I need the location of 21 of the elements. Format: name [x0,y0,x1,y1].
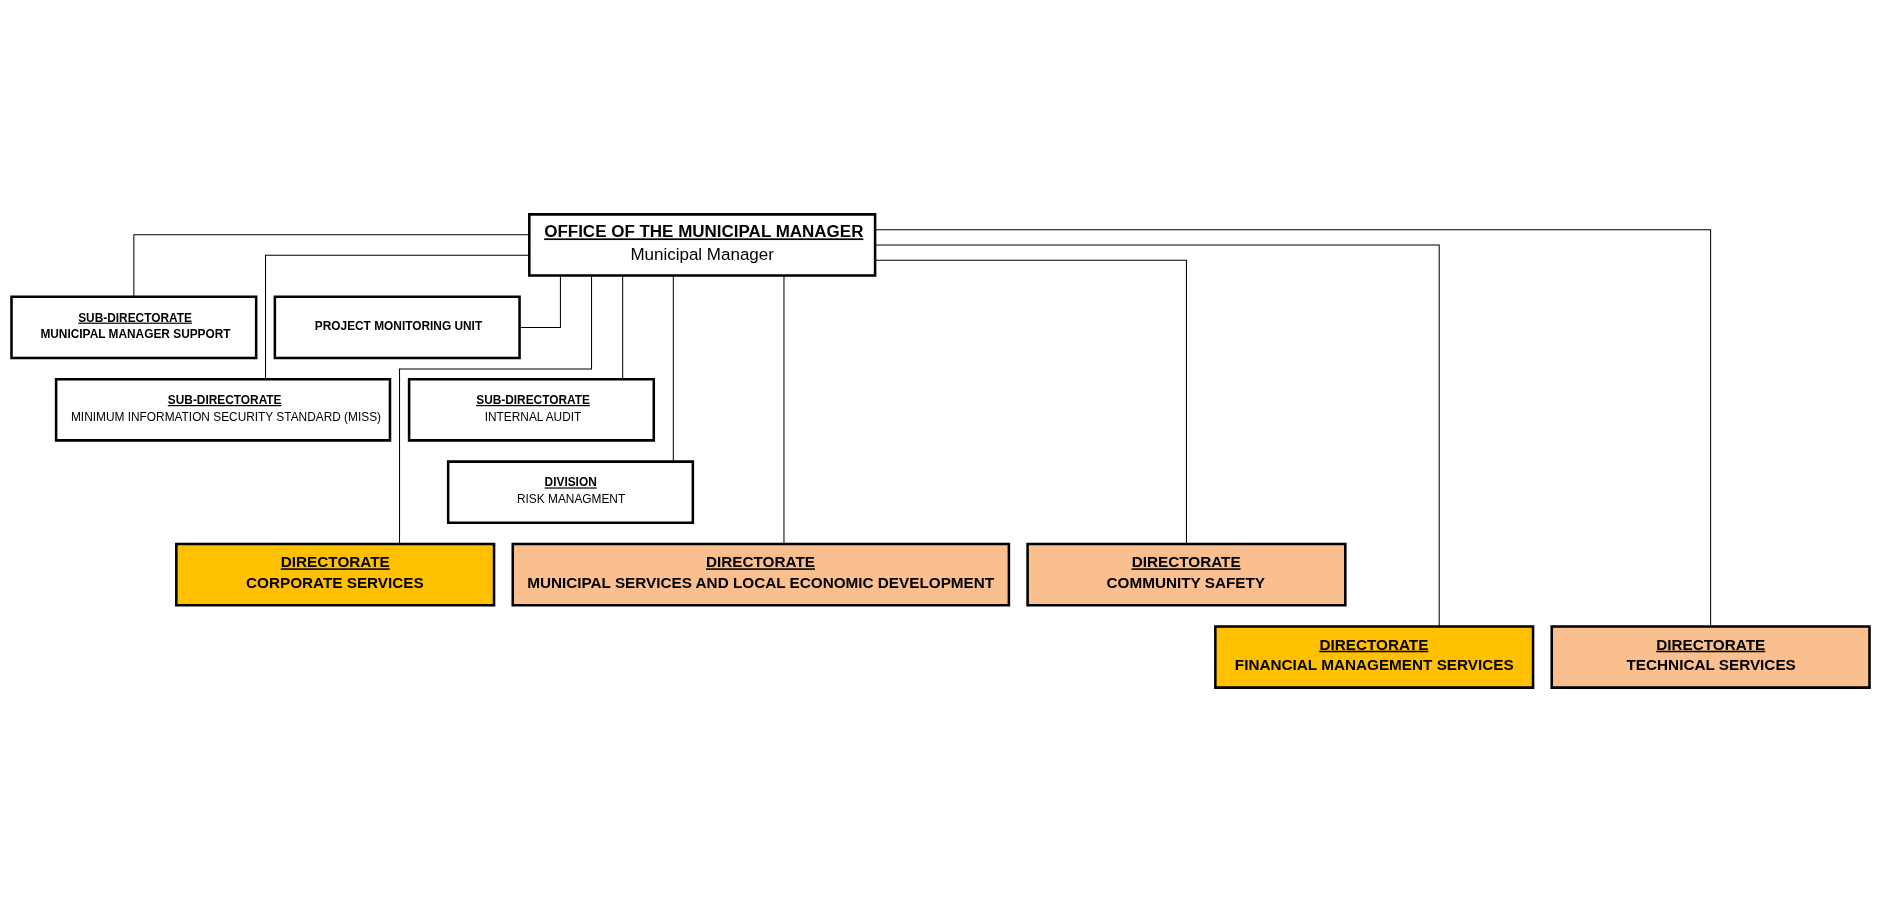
connector [622,275,624,380]
connector [874,229,1712,627]
connector [399,275,593,545]
node-box: DIVISION RISK MANAGMENT [446,460,695,525]
node-box: DIRECTORATE FINANCIAL MANAGEMENT SERVICES [1214,625,1535,689]
node-box: DIRECTORATE TECHNICAL SERVICES [1550,625,1871,689]
node-box: SUB-DIRECTORATE MINIMUM INFORMATION SECURITY STANDARD (MISS) [54,377,392,442]
node-box: SUB-DIRECTORATE MUNICIPAL MANAGER SUPPORT [10,295,258,360]
node-box: SUB-DIRECTORATE INTERNAL AUDIT [407,377,656,442]
connector [874,244,1440,627]
node-box: OFFICE OF THE MUNICIPAL MANAGER Municipal Manager [528,213,877,277]
connector [519,275,561,328]
node-box: DIRECTORATE MUNICIPAL SERVICES AND LOCAL ECONOMIC DEVELOPMENT [511,542,1011,607]
connector [672,275,674,462]
connector [874,259,1187,545]
node-box: DIRECTORATE CORPORATE SERVICES [175,542,496,607]
connector [133,234,530,298]
node-box: DIRECTORATE COMMUNITY SAFETY [1026,542,1347,607]
node-box: PROJECT MONITORING UNIT [273,295,521,360]
connector [265,254,530,380]
connector [783,275,785,545]
